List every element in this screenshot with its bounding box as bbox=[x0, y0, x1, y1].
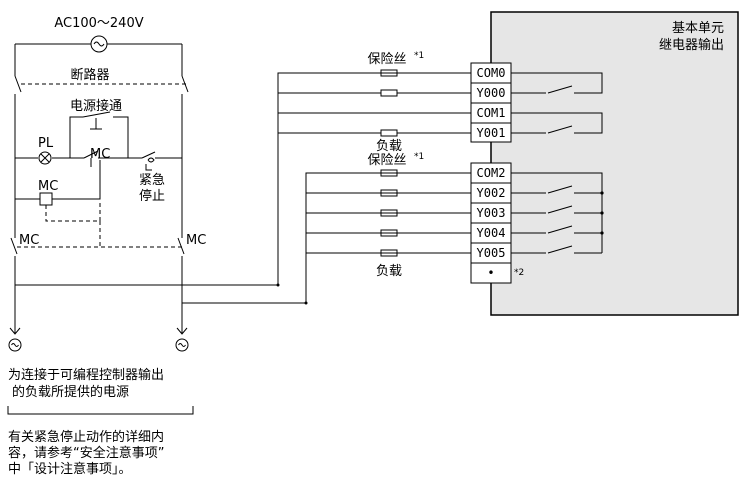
terminal-label: Y005 bbox=[477, 246, 506, 260]
breaker-label: 断路器 bbox=[70, 67, 109, 83]
emergency-stop-label-2: 停止 bbox=[139, 188, 165, 204]
mc-coil-icon bbox=[39, 192, 53, 206]
mc-main-contact-label-left: MC bbox=[19, 233, 39, 248]
unit-title-line2: 继电器输出 bbox=[659, 37, 724, 53]
internal-relay-contacts-lower bbox=[511, 172, 604, 254]
fuse-icon bbox=[380, 69, 398, 77]
power-on-switch-icon bbox=[69, 111, 129, 158]
fuse-icon bbox=[380, 89, 398, 97]
terminal-label: Y002 bbox=[477, 186, 506, 200]
base-unit-box bbox=[490, 11, 739, 316]
power-source-label: AC100～240V bbox=[54, 16, 143, 31]
load-lines-lower bbox=[306, 169, 471, 257]
pilot-lamp-label: PL bbox=[38, 136, 54, 151]
load-label-lower: 负载 bbox=[376, 264, 402, 279]
fuse-icon bbox=[380, 249, 398, 257]
fuse-icon bbox=[380, 229, 398, 237]
ac-source-icon bbox=[90, 35, 108, 53]
terminal-label: Y000 bbox=[477, 86, 506, 100]
fuse-icon bbox=[380, 189, 398, 197]
ground-icon-right bbox=[175, 327, 189, 352]
fuse-label-upper: 保险丝 bbox=[367, 52, 406, 67]
terminal-label: COM2 bbox=[477, 166, 506, 180]
estop-note-line1: 有关紧急停止动作的详细内 bbox=[8, 429, 164, 445]
emergency-stop-icon bbox=[141, 151, 156, 171]
note-bracket bbox=[7, 406, 194, 415]
pilot-lamp-icon bbox=[38, 151, 52, 165]
fuse-note-mark-upper: *1 bbox=[414, 51, 424, 61]
terminal-label: COM0 bbox=[477, 66, 506, 80]
supply-note-line2: 的负载所提供的电源 bbox=[12, 384, 129, 400]
terminal-block-upper: COM0 Y000 COM1 Y001 bbox=[470, 62, 512, 143]
mc-coil-label: MC bbox=[38, 179, 58, 194]
terminal-unused bbox=[470, 262, 512, 284]
load-lines-upper bbox=[278, 69, 471, 137]
estop-note-line3: 中「设计注意事项」。 bbox=[8, 461, 132, 477]
unit-title-line1: 基本单元 bbox=[672, 21, 724, 36]
fuse-note-mark-lower: *1 bbox=[414, 152, 424, 162]
mc-contact-label: MC bbox=[90, 147, 110, 162]
terminal-label: Y003 bbox=[477, 206, 506, 220]
mc-contact-icon bbox=[83, 150, 99, 167]
fuse-label-lower: 保险丝 bbox=[367, 153, 406, 168]
unused-terminal-note-mark: *2 bbox=[514, 268, 524, 278]
fuse-icon bbox=[380, 209, 398, 217]
estop-note-line2: 容，请参考“安全注意事项” bbox=[8, 445, 164, 461]
terminal-label: COM1 bbox=[477, 106, 506, 120]
power-on-label: 电源接通 bbox=[70, 98, 122, 114]
unused-terminal-dot: • bbox=[487, 266, 494, 280]
emergency-stop-label-1: 紧急 bbox=[139, 173, 165, 188]
mc-main-contact-label-right: MC bbox=[186, 233, 206, 248]
internal-relay-contacts-upper bbox=[511, 72, 603, 134]
fuse-icon bbox=[380, 129, 398, 137]
ground-icon-left bbox=[8, 327, 22, 352]
terminal-label: Y004 bbox=[477, 226, 506, 240]
terminal-label: Y001 bbox=[477, 126, 506, 140]
load-label-upper: 负载 bbox=[376, 139, 402, 154]
fuse-icon bbox=[380, 169, 398, 177]
supply-note-line1: 为连接于可编程控制器输出 bbox=[8, 367, 164, 383]
